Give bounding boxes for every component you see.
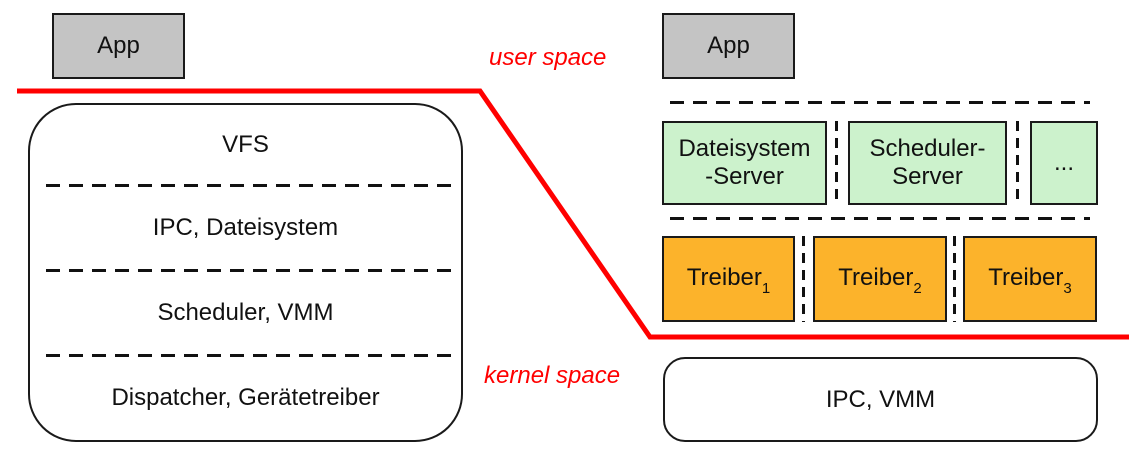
more-servers-box: ... [1030, 121, 1098, 205]
monolithic-app-label: App [97, 32, 140, 59]
monolithic-layer-scheduler-vmm: Scheduler, VMM [157, 298, 334, 326]
monolithic-layer-vfs: VFS [222, 130, 269, 158]
monolithic-app-box: App [52, 13, 185, 79]
layer-divider [46, 269, 458, 272]
treiber1-box: Treiber1 [662, 236, 795, 322]
server-divider [835, 121, 838, 205]
layer-divider [46, 354, 458, 357]
monolithic-layer-dispatcher-geraetetreiber: Dispatcher, Gerätetreiber [111, 384, 380, 411]
treiber2-subscript: 2 [913, 279, 922, 297]
treiber3-base: Treiber [988, 264, 1064, 292]
treiber2-base: Treiber [838, 264, 914, 292]
microkernel-kernel-label: IPC, VMM [825, 385, 936, 413]
kernel-space-label: kernel space [484, 362, 621, 389]
dateisystem-server-box: Dateisystem -Server [662, 121, 827, 205]
treiber1-label: Treiber1 [686, 264, 771, 297]
server-row-divider-top [670, 101, 1090, 104]
treiber1-subscript: 1 [761, 279, 771, 297]
treiber3-label: Treiber3 [988, 264, 1072, 297]
driver-divider [802, 236, 805, 322]
treiber2-box: Treiber2 [813, 236, 947, 322]
treiber2-label: Treiber2 [838, 264, 922, 297]
microkernel-app-label: App [707, 32, 750, 59]
monolithic-kernel-box [28, 103, 463, 442]
server-row-divider-bottom [670, 217, 1090, 220]
treiber3-box: Treiber3 [963, 236, 1097, 322]
scheduler-server-box: Scheduler- Server [848, 121, 1007, 205]
treiber3-subscript: 3 [1063, 279, 1072, 297]
microkernel-kernel-box: IPC, VMM [663, 357, 1098, 442]
treiber1-base: Treiber [686, 264, 762, 292]
user-space-label: user space [489, 44, 607, 71]
monolithic-layer-ipc-dateisystem: IPC, Dateisystem [152, 213, 339, 241]
server-divider [1016, 121, 1019, 205]
layer-divider [46, 184, 458, 187]
driver-divider [953, 236, 956, 322]
microkernel-app-box: App [662, 13, 795, 79]
